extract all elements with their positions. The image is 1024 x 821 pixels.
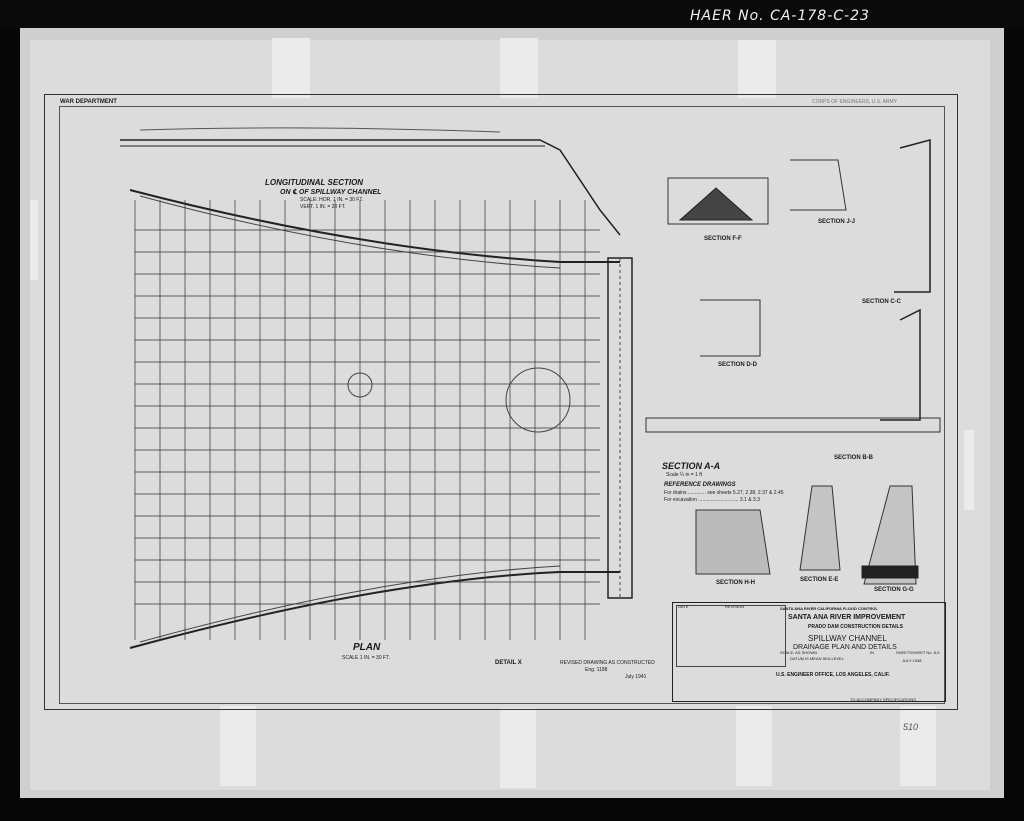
wall-profile-right-2: [880, 308, 921, 421]
film-border-left: [0, 0, 20, 821]
title-block-date: JULY 1938: [902, 658, 922, 663]
channel-upper-edge: [129, 189, 620, 263]
section-gg-base: [861, 565, 919, 579]
section-ee-drawing: [799, 485, 841, 571]
detail-circle: [505, 367, 571, 433]
reference-drawings-line: For drains ............. see sheets 5.27…: [664, 490, 784, 496]
film-border-bottom: [0, 798, 1024, 821]
detail-x-label: DETAIL X: [495, 660, 522, 666]
film-border-top: [0, 0, 1024, 28]
longitudinal-top-line: [139, 127, 501, 133]
section-jj-label: SECTION J-J: [818, 219, 856, 225]
section-ee-label: SECTION E-E: [800, 577, 839, 583]
reference-drawings-title: REFERENCE DRAWINGS: [664, 482, 736, 488]
section-ff-drawing: [667, 177, 769, 225]
corps-label: CORPS OF ENGINEERS, U.S. ARMY: [812, 99, 898, 105]
longitudinal-section-subtitle: ON ℄ OF SPILLWAY CHANNEL: [280, 189, 382, 196]
war-department-label: WAR DEPARTMENT: [60, 99, 117, 105]
title-block-sheet-no: SHEET No. 8-9: [912, 650, 940, 655]
section-bb-label: SECTION B-B: [834, 455, 873, 461]
revision-note: Eng. 1188: [585, 667, 608, 673]
title-block-sheets: SHEETS: [896, 650, 913, 655]
title-block-scale: SCALE: AS SHOWN: [780, 650, 817, 655]
channel-upper-edge-inner: [139, 195, 561, 269]
plan-scale: SCALE 1 IN. = 30 FT.: [342, 655, 390, 661]
title-block-improvement: SANTA ANA RIVER IMPROVEMENT: [788, 614, 906, 621]
section-aa-scale: Scale ¼ in = 1 ft: [666, 472, 702, 478]
section-hh-label: SECTION H-H: [716, 580, 755, 586]
title-block: [672, 602, 946, 702]
title-block-in: IN: [870, 650, 874, 655]
title-block-title: SPILLWAY CHANNEL: [808, 634, 887, 643]
revision-header: REVISION: [725, 604, 745, 609]
reference-drawings-line: For excavation .........................…: [664, 497, 760, 503]
title-block-accompany: TO ACCOMPANY SPECIFICATIONS: [850, 697, 916, 702]
title-block-office: U.S. ENGINEER OFFICE, LOS ANGELES, CALIF…: [776, 672, 890, 678]
longitudinal-scale-vert: VERT. 1 IN. = 20 FT.: [300, 204, 346, 210]
revision-date-header: DATE: [678, 604, 689, 609]
title-block-subtitle: DRAINAGE PLAN AND DETAILS: [793, 644, 897, 651]
plan-title: PLAN: [353, 642, 381, 653]
revision-note: July 1941: [625, 674, 647, 680]
section-hh-drawing: [695, 509, 771, 575]
tape-strip: [220, 706, 256, 786]
tape-strip: [736, 706, 772, 786]
tape-strip: [964, 430, 974, 510]
revision-note: REVISED DRAWING AS CONSTRUCTED: [560, 660, 655, 666]
section-cc-label: SECTION C-C: [862, 299, 901, 305]
longitudinal-scale-hor: SCALE: HOR. 1 IN. = 30 FT.: [300, 197, 364, 203]
title-block-details: PRADO DAM CONSTRUCTION DETAILS: [808, 624, 903, 630]
section-dd-drawing: [700, 299, 761, 357]
tape-strip: [272, 38, 310, 98]
title-block-project: SANTA ANA RIVER CALIFORNIA FLOOD CONTROL: [780, 606, 878, 611]
section-gg-drawing: [863, 485, 917, 585]
tape-strip: [500, 38, 538, 98]
revision-table: [676, 605, 786, 667]
film-border-right: [1004, 0, 1024, 821]
section-ff-label: SECTION F-F: [704, 236, 742, 242]
title-block-datum: DATUM IS MEAN SEA LEVEL: [790, 656, 844, 661]
drawing-border: [59, 106, 945, 704]
pencil-number: 510: [903, 722, 919, 732]
section-gg-label: SECTION G-G: [874, 587, 914, 593]
haer-record-number: HAER No. CA-178-C-23: [690, 8, 870, 24]
plan-grid: [134, 200, 600, 640]
longitudinal-section-title: LONGITUDINAL SECTION: [265, 178, 364, 187]
tape-strip: [738, 40, 776, 98]
channel-lower-edge: [129, 571, 620, 649]
sheet-border: [44, 94, 958, 710]
tape-strip: [900, 706, 936, 786]
section-ff-mound: [678, 187, 754, 221]
section-aa-title: SECTION A-A: [662, 461, 721, 471]
longitudinal-profile-line: [120, 139, 621, 236]
section-dd-label: SECTION D-D: [718, 362, 757, 368]
section-aa-drawing: [645, 417, 941, 433]
tape-strip: [30, 200, 38, 280]
section-jj-drawing: [790, 159, 847, 211]
wall-profile-right: [894, 139, 931, 293]
tape-strip: [500, 708, 536, 788]
